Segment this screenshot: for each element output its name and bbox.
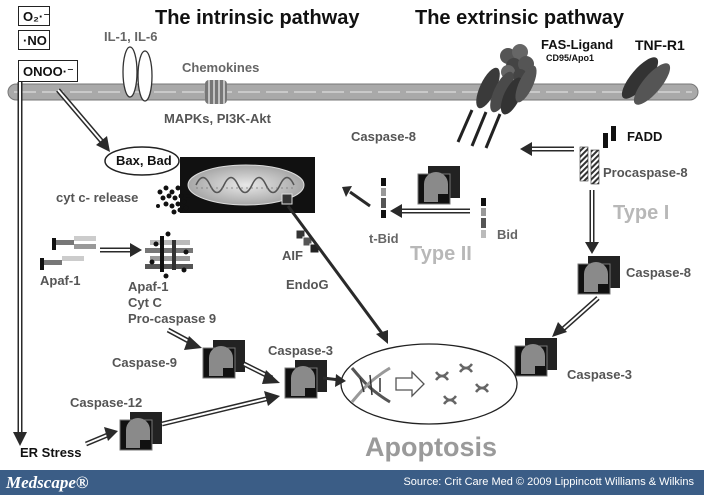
- caspase8-upper-label: Caspase-8: [351, 129, 417, 144]
- cytc-dots: [156, 185, 190, 215]
- type2-label: Type II: [410, 243, 472, 265]
- caspase3-right-label: Caspase-3: [567, 367, 633, 382]
- mapks-label: MAPKs, PI3K-Akt: [164, 111, 271, 126]
- intrinsic-pathway-heading: The intrinsic pathway: [155, 7, 360, 29]
- cell-membrane: [7, 83, 699, 101]
- tnf-r1-label: TNF-R1: [635, 37, 685, 53]
- arrows: [13, 82, 600, 447]
- tbid-bar: [381, 178, 386, 218]
- caspase12-shape: [119, 412, 162, 451]
- caspase9-shape: [202, 340, 245, 379]
- mitochondrion: [180, 157, 315, 213]
- il-receptor: [122, 46, 153, 102]
- bid-bar: [481, 198, 486, 238]
- aif-label: AIF: [282, 248, 303, 263]
- peroxynitrite-box: ONOO·⁻: [18, 60, 78, 82]
- tbid-label: t-Bid: [369, 231, 399, 246]
- caspase3-mid-label: Caspase-3: [268, 343, 334, 358]
- fadd-bars: [603, 126, 616, 148]
- procaspase8-label: Procaspase-8: [603, 165, 688, 180]
- fadd-label: FADD: [627, 129, 663, 144]
- caspase12-label: Caspase-12: [70, 395, 143, 410]
- caspase3-right-shape: [514, 338, 557, 377]
- procaspase9-label: Pro-caspase 9: [128, 311, 217, 326]
- superoxide-box: O₂·⁻: [18, 6, 50, 26]
- bax-bad-label: Bax, Bad: [116, 153, 172, 168]
- apaf1-bars: [40, 236, 96, 270]
- nitric-oxide-box: ·NO: [18, 30, 50, 50]
- il-label: IL-1, IL-6: [104, 29, 158, 44]
- source-citation: Source: Crit Care Med © 2009 Lippincott …: [403, 476, 694, 488]
- apaf1-label: Apaf-1: [40, 273, 81, 288]
- medscape-logo[interactable]: Medscape®: [6, 473, 89, 492]
- caspase3-mid-shape: [284, 360, 327, 399]
- fas-ligand-receptor: [456, 44, 537, 149]
- extrinsic-pathway-heading: The extrinsic pathway: [415, 7, 624, 29]
- apoptosis-oval: [340, 343, 518, 425]
- apoptosis-label: Apoptosis: [365, 432, 497, 462]
- bid-label: Bid: [497, 227, 518, 242]
- procaspase8-bars: [579, 146, 600, 185]
- fas-ligand-label: FAS-Ligand: [541, 37, 614, 52]
- caspase9-label: Caspase-9: [112, 355, 178, 370]
- cd95-label: CD95/Apo1: [546, 53, 595, 63]
- endog-label: EndoG: [286, 277, 329, 292]
- cytc-label: Cyt C: [128, 295, 162, 310]
- caspase8-upper-shape: [417, 166, 460, 205]
- tnf-r1-receptor: [621, 57, 671, 105]
- apoptosome-complex: [145, 231, 193, 279]
- footer-bar: Medscape® Source: Crit Care Med © 2009 L…: [0, 470, 704, 495]
- chemokines-label: Chemokines: [182, 60, 260, 75]
- caspase8-lower-shape: [577, 256, 620, 295]
- cytc-release-label: cyt c- release: [56, 190, 139, 205]
- apaf1-complex-label: Apaf-1: [128, 279, 169, 294]
- type1-label: Type I: [613, 202, 670, 224]
- chemokine-receptor: [205, 80, 227, 104]
- bax-bad-oval: [104, 146, 180, 176]
- caspase8-lower-label: Caspase-8: [626, 265, 692, 280]
- er-stress-label: ER Stress: [20, 445, 82, 460]
